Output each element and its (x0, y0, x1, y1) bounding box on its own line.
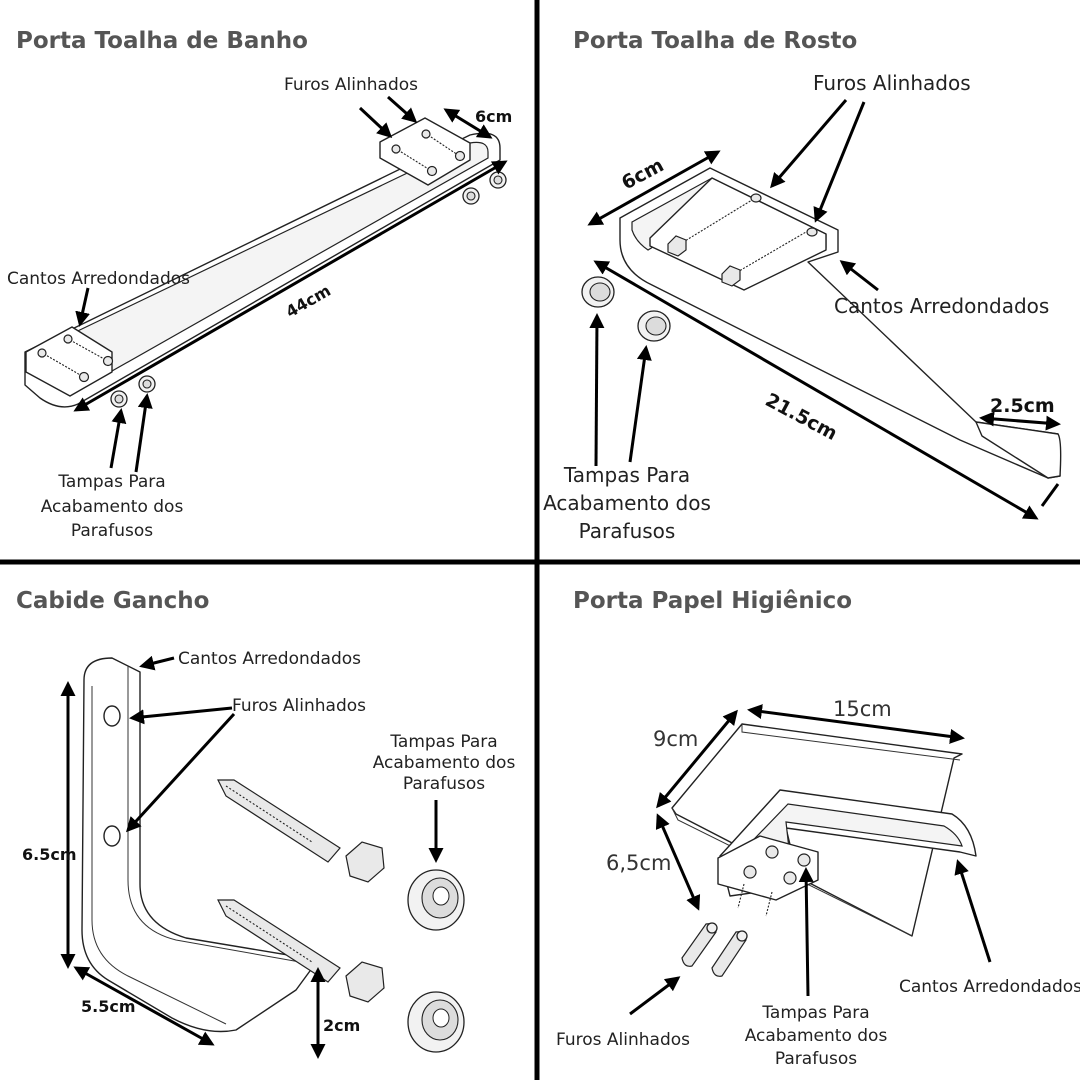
label-caps-line-3: Parafusos (71, 521, 153, 541)
dim-height: 6,5cm (606, 851, 671, 875)
hook-screws (217, 779, 385, 1003)
panel-bath-towel: Porta Toalha de Banho (7, 28, 512, 541)
label-corners: Cantos Arredondados (899, 977, 1080, 997)
label-caps-line-1: Tampas Para (389, 732, 497, 752)
label-caps-line-3: Parafusos (775, 1049, 857, 1069)
label-caps-line-3: Parafusos (403, 774, 485, 794)
label-holes: Furos Alinhados (284, 75, 418, 95)
label-caps-line-1: Tampas Para (761, 1003, 869, 1023)
label-corners: Cantos Arredondados (178, 649, 361, 669)
dim-depth: 5.5cm (81, 997, 136, 1016)
toilet-holder-drawing (671, 723, 977, 977)
label-caps-line-2: Acabamento dos (41, 497, 184, 517)
label-holes: Furos Alinhados (556, 1030, 690, 1050)
panel-title: Porta Toalha de Rosto (573, 28, 857, 54)
dim-depth: 9cm (653, 727, 698, 751)
panel-title: Cabide Gancho (16, 588, 209, 614)
dim-width: 6cm (475, 107, 512, 126)
panel-title: Porta Papel Higiênico (573, 588, 852, 614)
label-caps-line-1: Tampas Para (57, 472, 165, 492)
bath-towel-bar-drawing (24, 117, 507, 408)
label-caps-line-2: Acabamento dos (745, 1026, 888, 1046)
dim-thickness: 2cm (323, 1016, 360, 1035)
label-caps-line-2: Acabamento dos (543, 491, 711, 515)
panel-toilet-paper: Porta Papel Higiênico (556, 588, 1080, 1069)
dim-height: 6.5cm (22, 845, 77, 864)
label-corners: Cantos Arredondados (7, 269, 190, 289)
label-corners: Cantos Arredondados (834, 294, 1049, 318)
label-holes: Furos Alinhados (232, 696, 366, 716)
panel-title: Porta Toalha de Banho (16, 28, 308, 54)
dim-width: 15cm (833, 697, 892, 721)
dim-width: 6cm (618, 154, 667, 194)
label-caps-line-1: Tampas Para (563, 463, 690, 487)
panel-hook: Cabide Gancho (16, 588, 516, 1059)
label-caps-line-3: Parafusos (579, 519, 676, 543)
label-holes: Furos Alinhados (813, 71, 971, 95)
dim-tip: 2.5cm (990, 395, 1055, 417)
panel-face-towel: Porta Toalha de Rosto (543, 28, 1062, 543)
hook-caps (407, 869, 465, 1053)
label-caps-line-2: Acabamento dos (373, 753, 516, 773)
